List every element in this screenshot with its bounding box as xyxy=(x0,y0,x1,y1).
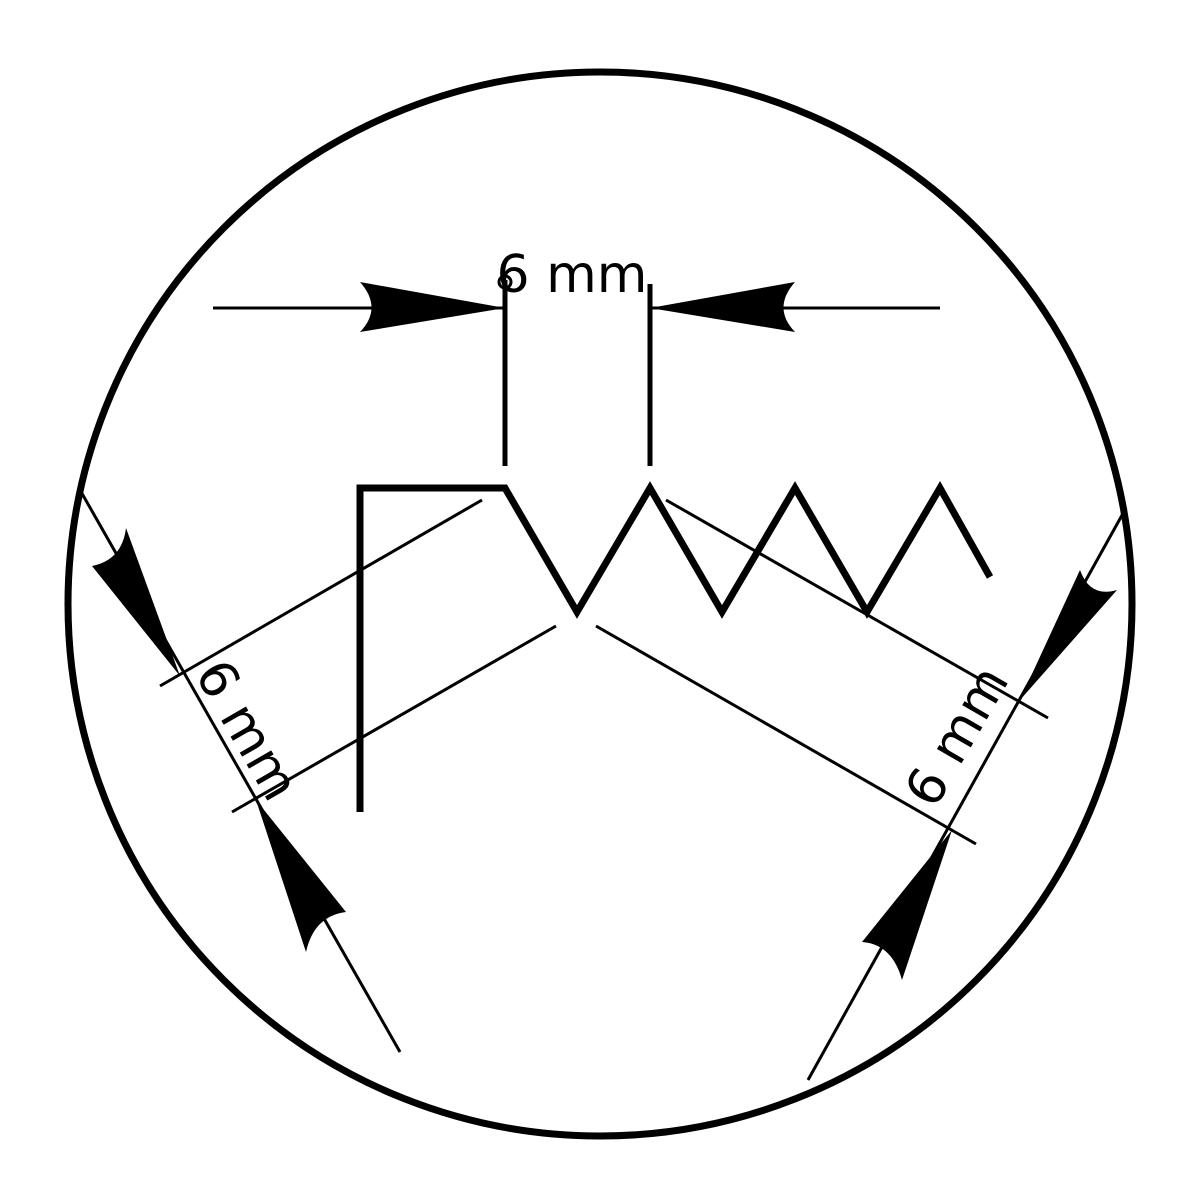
left-arrowhead-lower xyxy=(256,800,346,952)
right-arrowhead-upper xyxy=(1020,570,1117,700)
outer-circle xyxy=(64,68,1136,1140)
right-dimension-label: 6 mm xyxy=(894,656,1021,817)
right-extension-lower xyxy=(595,624,977,846)
top-arrowhead-right xyxy=(650,282,795,332)
left-dimension: 6 mm xyxy=(78,489,557,1053)
left-arrowhead-upper xyxy=(92,528,180,676)
right-dimension: 6 mm xyxy=(595,498,1128,1081)
left-extension-lower xyxy=(231,624,557,814)
right-arrowhead-lower xyxy=(862,830,952,980)
top-dimension-label: 6 mm xyxy=(497,245,648,305)
stitch-pattern xyxy=(356,480,994,812)
top-arrowhead-left xyxy=(360,282,505,332)
right-extension-upper xyxy=(665,498,1049,720)
top-extension-marker xyxy=(497,274,513,290)
left-extension-upper xyxy=(159,498,483,688)
left-dimension-label: 6 mm xyxy=(183,650,310,811)
top-dimension: 6 mm xyxy=(213,245,940,466)
